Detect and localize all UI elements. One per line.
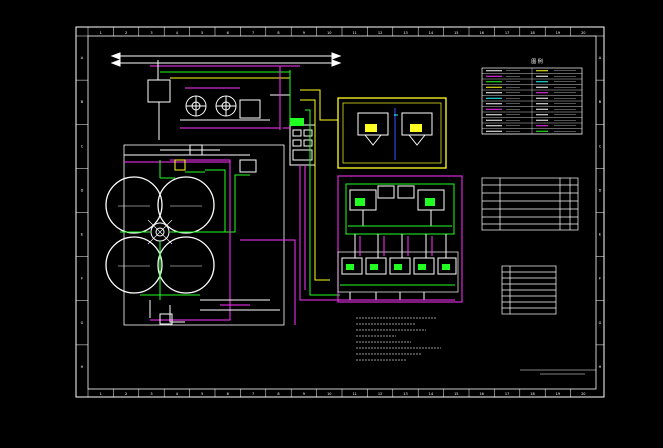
ruler-row-label: A <box>599 56 602 60</box>
ruler-column-label: 12 <box>378 31 382 35</box>
ruler-column-label: 14 <box>429 392 434 396</box>
legend-table: 图 例 <box>481 58 583 135</box>
ruler-column-label: 5 <box>201 31 203 35</box>
ruler-column-label: 11 <box>352 31 356 35</box>
ruler-column-label: 6 <box>227 392 229 396</box>
ruler-column-label: 13 <box>403 392 407 396</box>
ruler-row-label: C <box>81 144 84 148</box>
ruler-column-label: 18 <box>530 31 534 35</box>
ruler-column-label: 1 <box>100 31 102 35</box>
ruler-column-label: 9 <box>303 31 305 35</box>
ruler-row-label: A <box>81 56 84 60</box>
ruler-column-label: 12 <box>378 392 382 396</box>
ruler-column-label: 15 <box>454 31 458 35</box>
ruler-row-label: D <box>599 188 602 192</box>
ruler-column-label: 7 <box>252 31 254 35</box>
ruler-row-label: F <box>599 277 601 281</box>
ruler-column-label: 5 <box>201 392 203 396</box>
ruler-row-label: F <box>81 277 83 281</box>
title-block <box>520 369 596 375</box>
ruler-column-label: 19 <box>556 31 560 35</box>
ruler-column-label: 16 <box>479 392 483 396</box>
ruler-column-label: 17 <box>505 31 509 35</box>
ruler-column-label: 17 <box>505 392 509 396</box>
ruler-column-label: 7 <box>252 392 254 396</box>
ruler-row-label: E <box>81 233 83 237</box>
ruler-column-label: 2 <box>125 392 127 396</box>
ruler-column-label: 2 <box>125 31 127 35</box>
ruler-column-label: 16 <box>479 31 483 35</box>
ruler-column-label: 13 <box>403 31 407 35</box>
ruler-column-label: 9 <box>303 392 305 396</box>
drawing-notes <box>356 317 441 361</box>
ruler-column-label: 6 <box>227 31 229 35</box>
ruler-column-label: 8 <box>277 31 279 35</box>
ruler-column-label: 4 <box>176 392 179 396</box>
ruler-row-label: B <box>599 100 602 104</box>
ruler-row-label: H <box>81 365 84 369</box>
ruler-column-label: 4 <box>176 31 179 35</box>
ruler-column-label: 20 <box>581 31 585 35</box>
ruler-row-label: G <box>599 321 602 325</box>
ruler-column-label: 19 <box>556 392 560 396</box>
ruler-column-label: 18 <box>530 392 534 396</box>
ruler-column-label: 10 <box>327 31 331 35</box>
ruler-row-label: E <box>599 233 601 237</box>
inlet-arrows <box>110 52 342 67</box>
ruler-column-label: 15 <box>454 392 458 396</box>
equipment-table <box>481 177 579 231</box>
ruler-column-label: 11 <box>352 392 356 396</box>
ruler-row-label: G <box>81 321 84 325</box>
ruler-row-label: D <box>81 188 84 192</box>
parts-table <box>501 265 557 315</box>
ruler-row-label: C <box>599 144 602 148</box>
outer-frame <box>75 26 605 398</box>
ruler-column-label: 3 <box>150 392 152 396</box>
ruler-column-label: 20 <box>581 392 585 396</box>
right-process-system <box>299 89 463 303</box>
ruler-column-label: 14 <box>429 31 434 35</box>
ruler-column-label: 3 <box>150 31 152 35</box>
ruler-column-label: 1 <box>100 392 102 396</box>
ruler-column-label: 10 <box>327 392 331 396</box>
ruler-column-label: 8 <box>277 392 279 396</box>
legend-title: 图 例 <box>531 58 543 65</box>
frame-ruler-ticks: 1122334455667788991010111112121313141415… <box>76 27 604 397</box>
left-piping-system <box>105 55 335 326</box>
ruler-row-label: H <box>599 365 602 369</box>
ruler-row-label: B <box>81 100 84 104</box>
